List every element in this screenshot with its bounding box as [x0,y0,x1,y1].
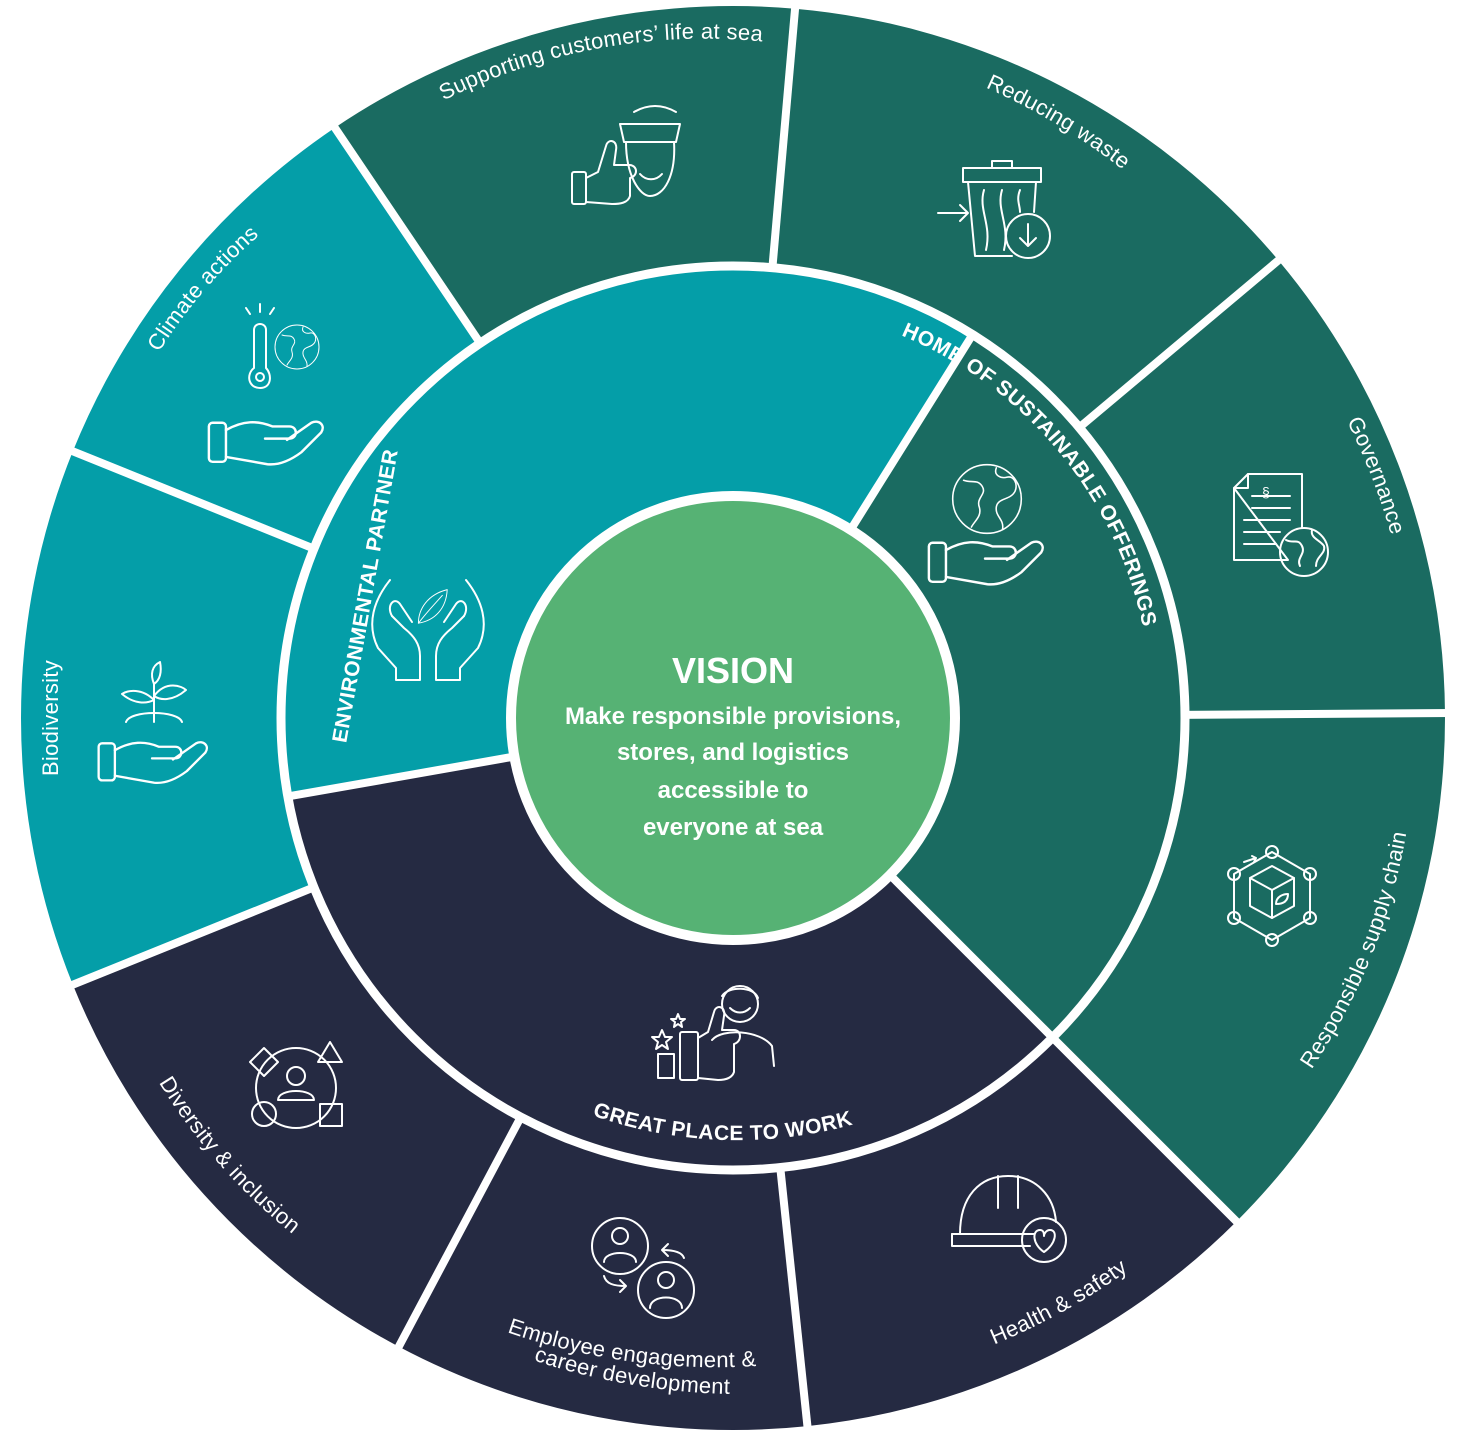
topic-separator [1180,708,1452,719]
topic-separator [65,882,320,991]
vision-circle [506,491,960,945]
trash-bin-icon [937,160,1051,259]
hands-leaf-icon [371,579,485,681]
topic-separator [65,445,320,554]
wheel-segments [20,6,1445,1430]
topic-segment-supporting-customers [334,6,796,344]
topic-separator [1073,253,1286,434]
topic-segment-employee-engagement [398,1117,808,1430]
thumbs-up-person-icon [651,985,775,1081]
pillar-segment-offerings [850,334,1185,1038]
topic-separator [775,1163,813,1432]
pillar-separator [847,332,976,532]
segment-separators [65,2,1452,1432]
network-box-icon [1227,845,1317,947]
vision-title: VISION [672,650,794,691]
topic-segment-reducing-waste [772,8,1279,428]
pillar-segment-environmental [280,265,973,797]
people-exchange-icon [591,1217,695,1319]
sprout-in-hand-icon [97,661,209,785]
pillar-segment-workplace [287,756,1053,1170]
hardhat-heart-icon [951,1175,1067,1263]
topic-label-biodiversity: Biodiversity [38,660,63,776]
topic-segment-health-safety [780,1037,1237,1427]
topic-segment-diversity-inclusion [72,887,521,1347]
svg-text:§: § [1262,484,1270,500]
vision-line: stores, and logistics [617,739,849,766]
pillar-separator [887,872,1056,1041]
thermometer-globe-hand-icon [207,303,324,466]
person-shapes-icon [249,1041,343,1129]
pillar-separator [287,752,516,801]
topic-segment-responsible-supply-chain [1052,713,1445,1222]
sailor-thumbs-up-icon [571,105,681,205]
topic-separator [768,2,800,273]
vision-line: Make responsible provisions, [565,703,901,730]
topic-segment-biodiversity [20,451,314,985]
topic-separator [392,1111,527,1354]
topic-separator [328,120,486,349]
vision-line: accessible to [658,777,809,804]
document-globe-icon: § [1233,473,1329,577]
topic-separator [1046,1031,1244,1229]
vision-line: everyone at sea [643,814,824,841]
